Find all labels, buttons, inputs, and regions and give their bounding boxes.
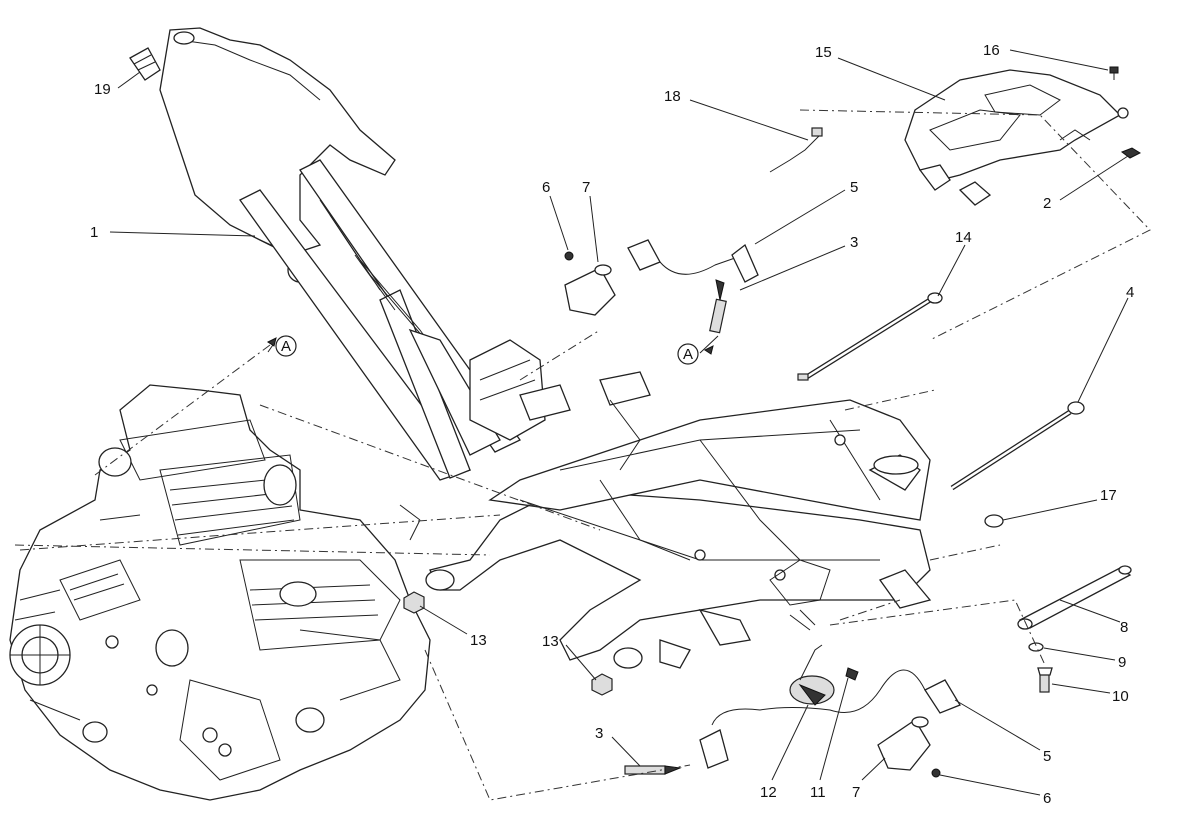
callout-12: 12 — [760, 784, 777, 801]
callout-14: 14 — [955, 229, 972, 246]
callout-2: 2 — [1043, 195, 1051, 212]
callout-3-lower: 3 — [595, 725, 603, 742]
callout-17: 17 — [1100, 487, 1117, 504]
assembly-center-lines — [14, 109, 1151, 801]
callout-13-right: 13 — [542, 633, 559, 650]
rubber-plug-19 — [129, 47, 161, 81]
callout-4: 4 — [1126, 284, 1134, 301]
spark-plug-cable-upper — [627, 239, 759, 283]
callout-18: 18 — [664, 88, 681, 105]
reference-marker-a-left: A — [267, 335, 297, 357]
callout-9: 9 — [1118, 654, 1126, 671]
callout-6-upper: 6 — [542, 179, 550, 196]
spark-plug-cable-lower — [699, 669, 961, 769]
battery-support-bracket — [904, 69, 1129, 206]
ignition-coil-lower — [877, 716, 941, 778]
callout-19: 19 — [94, 81, 111, 98]
spark-plug-upper — [709, 279, 727, 334]
callout-15: 15 — [815, 44, 832, 61]
leader-lines — [109, 49, 1129, 796]
screw-11 — [845, 667, 859, 681]
callout-11: 11 — [810, 784, 826, 801]
callout-7-upper: 7 — [582, 179, 590, 196]
screw-16 — [1109, 66, 1119, 80]
cap-17 — [984, 514, 1004, 528]
ignition-coil-upper — [564, 251, 616, 316]
pickup-sensor-12 — [789, 644, 835, 706]
reference-marker-a-upper: A — [677, 343, 714, 365]
reference-a-left-label: A — [281, 338, 291, 355]
callout-5-upper: 5 — [850, 179, 858, 196]
callout-labels: 1 19 6 7 18 5 3 15 16 2 14 4 17 8 9 10 5… — [90, 42, 1134, 807]
nut-13-right — [591, 673, 613, 696]
spark-plug-lower — [624, 765, 682, 775]
reference-a-upper-label: A — [683, 346, 693, 363]
nut-2 — [1120, 147, 1142, 159]
callout-16: 16 — [983, 42, 1000, 59]
callout-5-lower: 5 — [1043, 748, 1051, 765]
callout-3-upper: 3 — [850, 234, 858, 251]
callout-13-left: 13 — [470, 632, 487, 649]
bolt-14 — [797, 292, 943, 381]
callout-1: 1 — [90, 224, 98, 241]
callout-7-lower: 7 — [852, 784, 860, 801]
cable-tie-18 — [769, 127, 823, 173]
callout-10: 10 — [1112, 688, 1129, 705]
washer-9 — [1028, 642, 1044, 652]
callout-6-lower: 6 — [1043, 790, 1051, 807]
callout-8: 8 — [1120, 619, 1128, 636]
bolt-10 — [1037, 667, 1053, 693]
engine-assembly — [9, 384, 431, 801]
bolt-4 — [950, 401, 1085, 491]
main-frame-trellis — [159, 27, 932, 669]
